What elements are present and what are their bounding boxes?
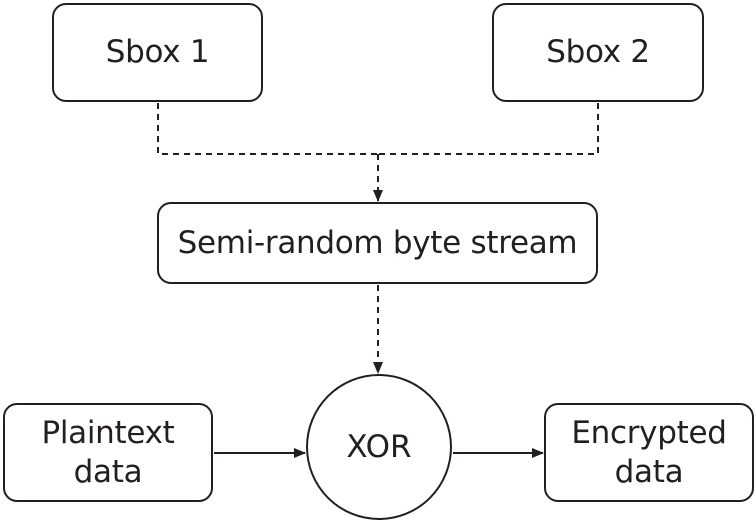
plaintext-node: Plaintext data [3, 403, 213, 502]
xor-label: XOR [346, 429, 412, 465]
sbox1-label: Sbox 1 [105, 34, 210, 71]
xor-node: XOR [306, 374, 452, 520]
encrypted-label-line1: Encrypted [571, 414, 727, 451]
encrypted-label-line2: data [614, 453, 684, 490]
sbox2-label: Sbox 2 [546, 34, 650, 71]
plaintext-label-line2: data [73, 453, 143, 490]
edge-sbox2-to-merge [378, 103, 599, 155]
edge-sbox1-to-merge [157, 103, 378, 155]
encrypted-node: Encrypted data [544, 403, 754, 502]
byte-stream-label: Semi-random byte stream [177, 224, 578, 261]
byte-stream-node: Semi-random byte stream [157, 202, 598, 284]
plaintext-label-line1: Plaintext [41, 414, 175, 451]
sbox2-node: Sbox 2 [492, 3, 704, 102]
sbox1-node: Sbox 1 [52, 3, 263, 102]
